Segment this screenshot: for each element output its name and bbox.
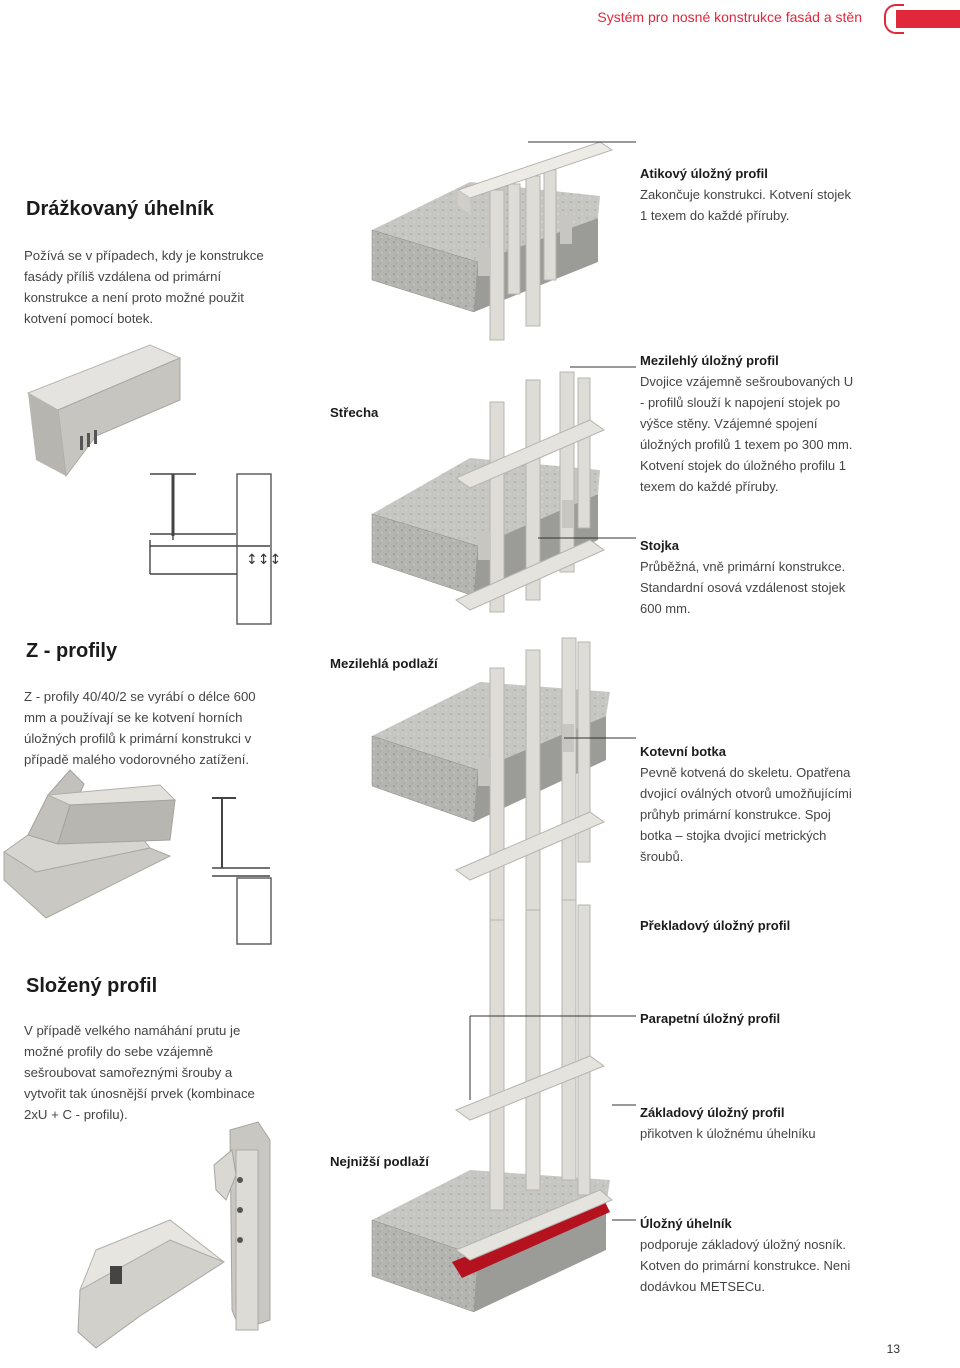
header-tab-mark (884, 4, 960, 34)
callout-title: Stojka (640, 538, 680, 553)
callout-anchor-shoe: Kotevní botka Pevně kotvená do skeletu. … (640, 741, 855, 867)
section-text-grooved-angle: Požívá se v případech, kdy je konstrukce… (24, 248, 264, 326)
svg-text:↕↕↕: ↕↕↕ (246, 552, 281, 568)
callout-lintel-profile: Překladový úložný profil (640, 915, 860, 936)
callout-atika-profile: Atikový úložný profil Zakončuje konstruk… (640, 163, 860, 226)
header-title: Systém pro nosné konstrukce fasád a stěn (597, 9, 862, 25)
callout-title: Základový úložný profil (640, 1105, 785, 1120)
section-text-z-profiles: Z - profily 40/40/2 se vyrábí o délce 60… (24, 689, 256, 767)
grooved-angle-illustration (26, 344, 182, 478)
section-text-composite-profile: V případě velkého namáhání prutu je možn… (24, 1023, 255, 1122)
callout-text: Průběžná, vně primární konstrukce. Stand… (640, 559, 846, 616)
callout-text: Zakončuje konstrukci. Kotvení stojek 1 t… (640, 187, 851, 223)
floor-label-middle: Mezilehlá podlaží (330, 656, 438, 671)
central-facade-illustration (371, 141, 614, 1313)
callout-base-profile: Základový úložný profil přikotven k úlož… (640, 1102, 860, 1144)
callout-text: podporuje základový úložný nosník. Kotve… (640, 1237, 851, 1294)
callout-intermediate-profile: Mezilehlý úložný profil Dvojice vzájemně… (640, 350, 855, 497)
callout-parapet-profile: Parapetní úložný profil (640, 1008, 860, 1029)
callout-title: Kotevní botka (640, 744, 726, 759)
callout-text: přikotven k úložnému úhelníku (640, 1126, 816, 1141)
callout-stud: Stojka Průběžná, vně primární konstrukce… (640, 535, 855, 619)
callout-title: Mezilehlý úložný profil (640, 353, 779, 368)
floor-label-roof: Střecha (330, 405, 379, 420)
callout-title: Úložný úhelník (640, 1216, 732, 1231)
leader-lines (469, 141, 636, 1221)
section-heading-z-profiles: Z - profily (26, 640, 118, 662)
callout-text: Dvojice vzájemně sešroubovaných U - prof… (640, 374, 854, 494)
callout-title: Překladový úložný profil (640, 918, 791, 933)
callout-title: Atikový úložný profil (640, 166, 768, 181)
callout-text: Pevně kotvená do skeletu. Opatřena dvoji… (640, 765, 852, 864)
page-number: 13 (886, 1342, 900, 1356)
section-detail-2 (212, 797, 272, 945)
z-profile-illustration (3, 769, 177, 919)
composite-profile-illustration (77, 1121, 271, 1349)
floor-label-lowest: Nejnižší podlaží (330, 1154, 429, 1169)
section-heading-grooved-angle: Drážkovaný úhelník (26, 198, 214, 220)
section-detail-1: ↕↕↕ (149, 473, 281, 625)
callout-title: Parapetní úložný profil (640, 1011, 781, 1026)
callout-support-angle: Úložný úhelník podporuje základový úložn… (640, 1213, 860, 1297)
section-heading-composite-profile: Složený profil (26, 975, 158, 997)
